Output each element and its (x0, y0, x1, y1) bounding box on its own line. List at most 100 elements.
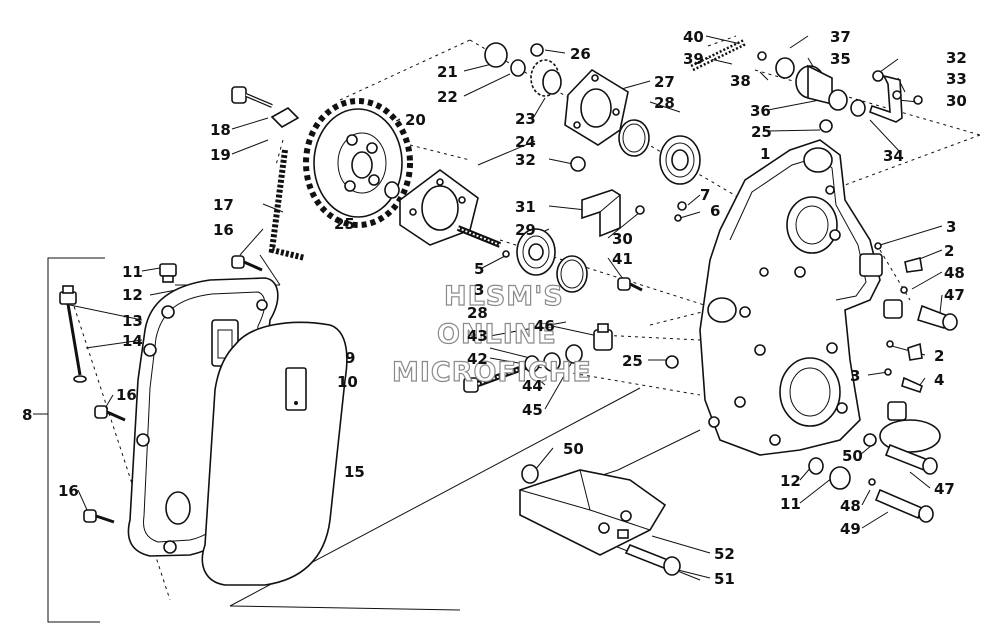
callout-20: 20 (405, 111, 426, 129)
bolt-18 (231, 86, 300, 128)
callout-28b: 28 (467, 304, 488, 322)
lever-34 (868, 70, 923, 123)
roller-35-37 (757, 51, 866, 117)
callout-52: 52 (714, 545, 735, 563)
callout-22: 22 (437, 88, 458, 106)
housing-hardware-right (808, 242, 958, 523)
bolt-41 (617, 277, 643, 292)
callout-39: 39 (683, 50, 704, 68)
callout-labels: 1 2 2 3 3 3 4 5 6 7 8 9 10 11 11 12 12 1… (22, 28, 967, 588)
callout-11: 11 (122, 263, 143, 281)
chain-17 (268, 149, 306, 261)
callout-16c: 16 (58, 482, 79, 500)
callout-29: 29 (515, 221, 536, 239)
callout-28: 28 (654, 94, 675, 112)
callout-32b: 32 (946, 49, 967, 67)
mount-bracket-52 (519, 464, 667, 556)
callout-27: 27 (654, 73, 675, 91)
callout-19: 19 (210, 146, 231, 164)
watermark-line-1: HLSM'S (444, 281, 564, 312)
watermark-line-2: ONLINE (437, 319, 557, 350)
watermark-line-3: MICROFICHE (392, 357, 592, 388)
callout-37: 37 (830, 28, 851, 46)
bearing-plate-27 (564, 68, 629, 146)
callout-38: 38 (730, 72, 751, 90)
callout-21: 21 (437, 63, 458, 81)
callout-17: 17 (213, 196, 234, 214)
oring-28-lower (556, 255, 588, 293)
callout-43: 43 (467, 327, 488, 345)
bolt-42 (463, 363, 530, 393)
callout-47b: 47 (934, 480, 955, 498)
callout-24: 24 (515, 133, 536, 151)
callout-16b: 16 (116, 386, 137, 404)
callout-50: 50 (563, 440, 584, 458)
callout-32: 32 (515, 151, 536, 169)
callout-11b: 11 (780, 495, 801, 513)
callout-50b: 50 (842, 447, 863, 465)
spring-39 (690, 35, 747, 72)
cover-gasket (201, 321, 348, 586)
callout-18: 18 (210, 121, 231, 139)
callout-9: 9 (345, 349, 355, 367)
nut-25-center (665, 355, 679, 369)
callout-30: 30 (612, 230, 633, 248)
callout-2b: 2 (934, 347, 944, 365)
plug-46 (593, 323, 613, 351)
callout-10: 10 (337, 373, 358, 391)
callout-14: 14 (122, 332, 143, 350)
callout-13: 13 (122, 312, 143, 330)
callout-40: 40 (683, 28, 704, 46)
callout-15: 15 (344, 463, 365, 481)
spacer-32-center (570, 156, 586, 172)
callout-51: 51 (714, 570, 735, 588)
callout-35: 35 (830, 50, 851, 68)
callout-25: 25 (334, 215, 355, 233)
callout-42: 42 (467, 350, 488, 368)
watermark: HLSM'S ONLINE MICROFICHE (391, 280, 592, 388)
callout-25b: 25 (751, 123, 772, 141)
callout-46: 46 (534, 317, 555, 335)
washers-44-45 (524, 344, 583, 373)
bolt-5 (456, 225, 510, 258)
callout-48: 48 (944, 264, 965, 282)
large-gear-20 (303, 98, 413, 228)
callout-8: 8 (22, 406, 32, 424)
callout-41: 41 (612, 250, 633, 268)
callout-7: 7 (700, 186, 710, 204)
callout-2: 2 (944, 242, 954, 260)
chaincase-housing (699, 139, 883, 456)
callout-6: 6 (710, 202, 720, 220)
dipstick (59, 285, 87, 383)
sprocket-assembly (484, 42, 562, 97)
bracket-31 (581, 189, 621, 238)
nuts-6-7 (635, 201, 687, 222)
callout-3c: 3 (850, 367, 860, 385)
callout-34: 34 (883, 147, 904, 165)
bearing-28-top (659, 135, 701, 185)
callout-33: 33 (946, 70, 967, 88)
callout-12b: 12 (780, 472, 801, 490)
callout-30b: 30 (946, 92, 967, 110)
oring-28-top (618, 119, 650, 157)
callout-3b: 3 (474, 281, 484, 299)
callout-49: 49 (840, 520, 861, 538)
callout-36: 36 (750, 102, 771, 120)
callout-26: 26 (570, 45, 591, 63)
callout-3: 3 (946, 218, 956, 236)
callout-5: 5 (474, 260, 484, 278)
cover-screws (83, 255, 263, 524)
callout-12: 12 (122, 286, 143, 304)
spacer-25-left (384, 181, 400, 199)
nut-25-right (819, 119, 833, 133)
bolt-51 (624, 543, 681, 576)
bearing-29 (516, 228, 556, 276)
bearing-plate-24 (399, 169, 479, 246)
callout-48b: 48 (840, 497, 861, 515)
callout-4: 4 (934, 371, 944, 389)
callout-47: 47 (944, 286, 965, 304)
callout-25c: 25 (622, 352, 643, 370)
callout-44: 44 (522, 377, 543, 395)
